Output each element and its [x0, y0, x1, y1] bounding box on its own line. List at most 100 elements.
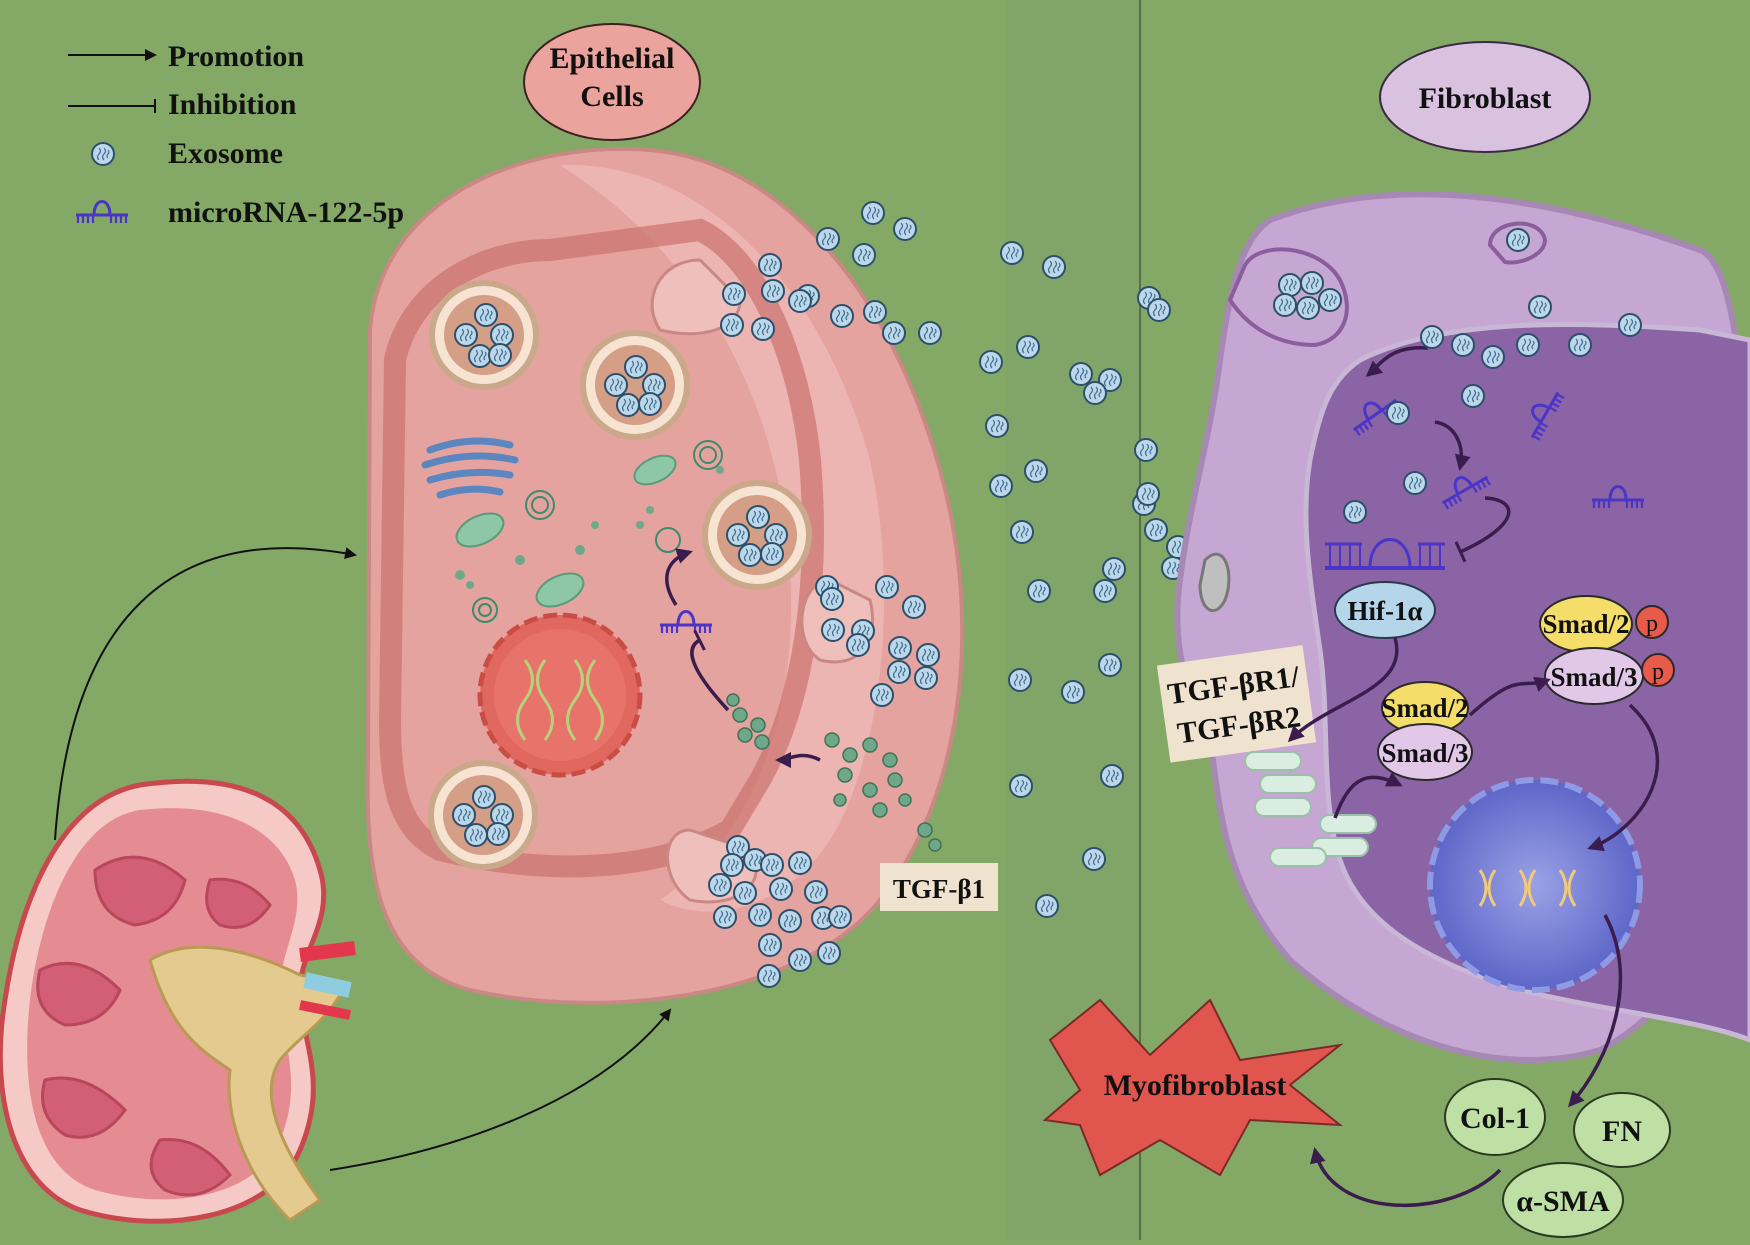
exosome-icon — [748, 903, 772, 927]
mvb-1 — [429, 280, 539, 390]
exosome-icon — [1069, 362, 1093, 386]
epithelial-inhibition-arrow — [690, 629, 730, 712]
exosome-icon — [1451, 333, 1475, 357]
epithelial-cells-label-line1: Epithelial — [549, 42, 674, 75]
smad-complex-unphosphorylated — [1377, 681, 1473, 781]
exosome-icon — [713, 905, 737, 929]
exosome-icon — [1024, 459, 1048, 483]
exosome-icon — [888, 636, 912, 660]
psmad2-label: Smad/2 — [1542, 609, 1629, 639]
exosome-icon — [1082, 847, 1106, 871]
exosome-icon — [760, 853, 784, 877]
fibroblast-cell: Fibroblast Hif-1α TGF-βR1/ TGF-βR2 — [1156, 41, 1750, 1208]
exosome-icon — [1061, 680, 1085, 704]
exosome-icon — [1035, 894, 1059, 918]
fn-label: FN — [1602, 1115, 1642, 1148]
exosome-icon — [1008, 668, 1032, 692]
exosome-icon — [778, 909, 802, 933]
fibroblast-nucleus — [1427, 777, 1643, 993]
exosome-icon — [989, 474, 1013, 498]
exosome-icon — [870, 683, 894, 707]
exosome-icon — [1403, 471, 1427, 495]
exosome-icon — [1481, 345, 1505, 369]
exosome-icon — [887, 660, 911, 684]
legend-microrna-label: microRNA-122-5p — [168, 196, 404, 229]
exosome-icon — [1083, 381, 1107, 405]
epithelial-cytoplasm-light — [560, 164, 885, 912]
kidney-to-epithelial-arrow-lower — [329, 1008, 672, 1171]
exosome-icon — [985, 414, 1009, 438]
mvb-4 — [428, 760, 538, 870]
exosome-icon — [804, 880, 828, 904]
lysosome-icon — [472, 440, 723, 623]
receptor-icon — [1244, 751, 1377, 867]
mvb-2 — [580, 330, 690, 440]
exosome-icon — [708, 873, 732, 897]
exosome-icon — [1618, 313, 1642, 337]
hif-mrna-complex — [1325, 538, 1445, 570]
transcription-arrow — [1568, 914, 1623, 1108]
epithelial-cell: Epithelial Cells TGF-β1 — [365, 23, 998, 1005]
uptake-arrow — [1365, 346, 1429, 377]
exosome-icon — [722, 282, 746, 306]
exosome-icon — [1420, 325, 1444, 349]
exosome-icon — [1568, 333, 1592, 357]
psmad3-label: Smad/3 — [1550, 662, 1637, 692]
dna-icon — [516, 659, 604, 741]
markers-to-myofibroblast-arrow — [1309, 1147, 1502, 1208]
marker-asma — [1502, 1162, 1624, 1238]
exosome-icon — [1093, 579, 1117, 603]
kidney-to-epithelial-arrow-upper — [54, 547, 357, 841]
exosome-icon — [914, 666, 938, 690]
kidney-illustration — [0, 778, 356, 1224]
endocytosis-vesicle-top — [1487, 221, 1548, 265]
exosome-icon — [882, 321, 906, 345]
hif-1a-node — [1334, 581, 1436, 639]
legend-inhibition-label: Inhibition — [168, 88, 297, 121]
exosome-icon — [1042, 255, 1066, 279]
exosome-icon — [1516, 333, 1540, 357]
exosome-icon — [1461, 384, 1485, 408]
golgi-icon — [421, 437, 519, 499]
exosome-icon — [828, 905, 852, 929]
fibroblast-label-badge — [1379, 41, 1591, 153]
fibroblast-dna-icon — [1478, 869, 1577, 907]
epithelial-cells-label-badge — [523, 23, 701, 141]
exosome-icon — [1144, 518, 1168, 542]
exosome-icon — [846, 633, 870, 657]
exosome-icon — [751, 317, 775, 341]
fibroblast-label: Fibroblast — [1419, 82, 1552, 115]
col1-label: Col-1 — [1460, 1102, 1530, 1135]
exosome-icon — [817, 941, 841, 965]
exosome-icon — [1386, 401, 1410, 425]
tgf-beta1-dots — [726, 693, 942, 852]
exosome-icon — [720, 313, 744, 337]
myofibroblast-star — [1042, 998, 1344, 1177]
smad3-label: Smad/3 — [1381, 738, 1468, 768]
exosome-icon — [1102, 557, 1126, 581]
exosome-icon — [1100, 764, 1124, 788]
phospho-label-1: p — [1646, 611, 1658, 637]
exosome-icon — [863, 300, 887, 324]
exosome-icon — [1027, 579, 1051, 603]
marker-fn — [1573, 1092, 1671, 1168]
mvb-loading-arrow — [665, 548, 693, 606]
hif-to-receptor-arrow — [1287, 637, 1399, 743]
receptor-to-smad-arrow — [1333, 772, 1403, 819]
asma-label: α-SMA — [1516, 1185, 1610, 1218]
legend: Promotion Inhibition Exosome microRNA-12… — [68, 40, 404, 229]
epithelial-cells-label-line2: Cells — [580, 80, 643, 113]
exosome-icon — [758, 253, 782, 277]
exosome-icon — [733, 881, 757, 905]
exosome-icon — [1016, 335, 1040, 359]
exosome-icon — [1343, 500, 1367, 524]
exosome-icon — [757, 964, 781, 988]
phospho-label-2: p — [1652, 659, 1664, 685]
receptor-label-box — [1156, 645, 1317, 763]
exosome-icon — [761, 279, 785, 303]
exosome-icon — [893, 217, 917, 241]
exosome-icon — [875, 575, 899, 599]
phospho-badge-2 — [1641, 653, 1675, 687]
